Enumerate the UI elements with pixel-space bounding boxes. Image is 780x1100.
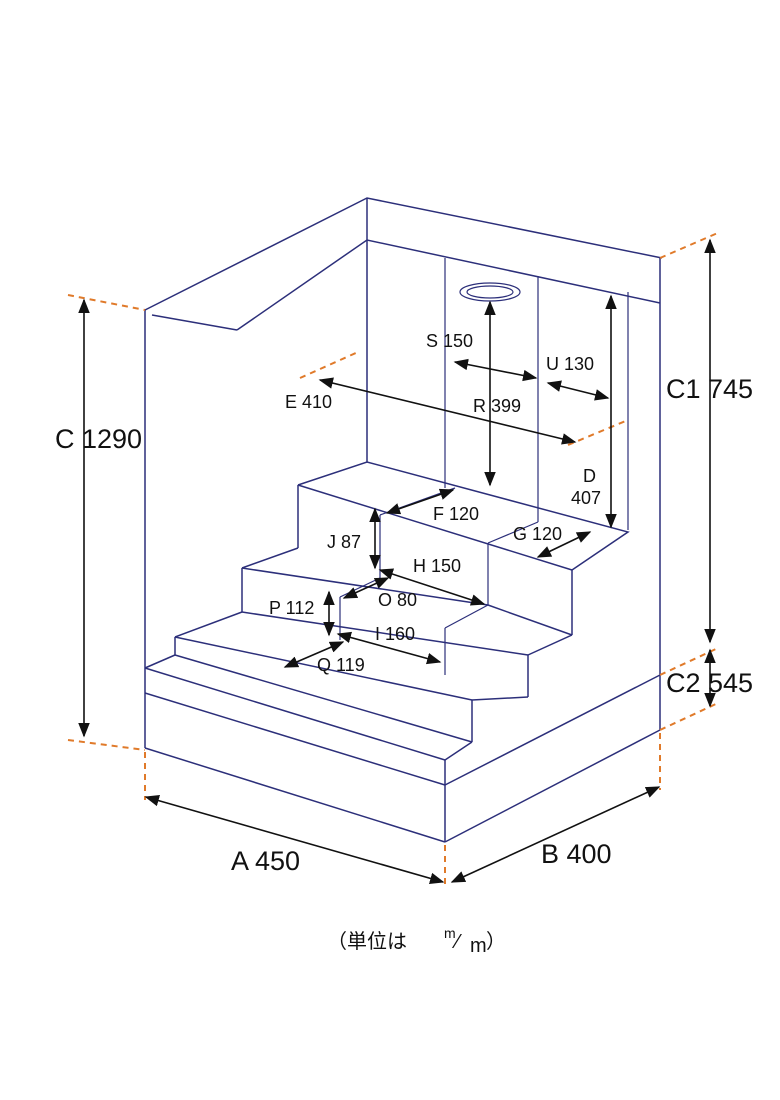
step-1-corner xyxy=(471,696,529,701)
dim-b-arrow xyxy=(450,786,661,883)
left-rim-top-edge xyxy=(151,314,238,331)
base-band-front xyxy=(144,692,446,786)
label-s: S 150 xyxy=(426,331,473,351)
dim-q-arrow xyxy=(283,641,345,668)
base-top-step xyxy=(444,741,473,761)
dim-f-arrow xyxy=(385,488,455,515)
base-band-right xyxy=(444,674,661,786)
unit-note: （単位は m ⁄ m ） xyxy=(327,925,506,957)
step-2-divider-c xyxy=(444,604,489,629)
ext-e-right xyxy=(567,419,629,446)
label-j: J 87 xyxy=(327,532,361,552)
label-g: G 120 xyxy=(513,524,562,544)
oval-hole-inner xyxy=(466,285,514,299)
dim-u-arrow xyxy=(546,380,610,401)
label-c2: C2 545 xyxy=(666,668,753,698)
unit-note-denominator: m xyxy=(470,935,487,957)
step-2-corner xyxy=(527,634,573,656)
label-p: P 112 xyxy=(269,598,314,618)
step-1-tread xyxy=(174,636,473,701)
label-u: U 130 xyxy=(546,354,594,374)
label-a: A 450 xyxy=(231,846,300,876)
unit-note-prefix: （単位は xyxy=(327,930,407,953)
label-i: I 160 xyxy=(375,624,415,644)
label-d-letter: D xyxy=(583,466,596,486)
dim-a-arrow xyxy=(144,795,445,884)
unit-note-suffix: ） xyxy=(486,930,506,953)
unit-note-slash: ⁄ xyxy=(451,931,462,953)
dim-h-arrow xyxy=(378,568,486,606)
base-top-front xyxy=(144,667,446,761)
label-h: H 150 xyxy=(413,556,461,576)
unit-note-numerator: m xyxy=(444,925,456,941)
base xyxy=(144,654,661,843)
dim-e-arrow xyxy=(318,377,577,445)
ext-e-left xyxy=(299,351,359,379)
ext-c-top xyxy=(67,294,146,311)
dim-i-arrow xyxy=(336,631,442,665)
label-e: E 410 xyxy=(285,392,332,412)
label-o: O 80 xyxy=(378,590,417,610)
label-f: F 120 xyxy=(433,504,479,524)
step-3-top xyxy=(297,461,630,571)
step-2-top-left xyxy=(241,547,299,569)
step-3-front-top xyxy=(297,484,573,571)
extension-lines xyxy=(67,231,721,885)
step-2-top-right xyxy=(487,604,573,636)
step-1-front xyxy=(174,654,473,743)
label-c: C 1290 xyxy=(55,424,142,454)
ext-c-bottom xyxy=(67,739,146,751)
label-q: Q 119 xyxy=(317,655,365,675)
ext-c2-bottom xyxy=(659,702,719,731)
label-b: B 400 xyxy=(541,839,612,869)
label-c1: C1 745 xyxy=(666,374,753,404)
label-d-value: 407 xyxy=(571,488,601,508)
dim-s-arrow xyxy=(453,358,538,382)
label-r: R 399 xyxy=(473,396,521,416)
dim-o-arrow xyxy=(342,577,390,599)
step-3-divider-c xyxy=(487,521,539,544)
dim-g-arrow xyxy=(536,531,592,558)
dimension-labels: C 1290 C1 745 C2 545 A 450 B 400 S 150 U… xyxy=(55,331,753,876)
ext-c1-top xyxy=(659,231,721,259)
top-rim-inner xyxy=(236,239,661,331)
step-1-top-left xyxy=(174,611,243,638)
base-bottom-front xyxy=(144,747,446,843)
dimension-arrows xyxy=(78,238,716,884)
base-top-left xyxy=(144,654,176,669)
base-bottom-right xyxy=(444,729,661,843)
top-rim-outer xyxy=(144,197,663,311)
